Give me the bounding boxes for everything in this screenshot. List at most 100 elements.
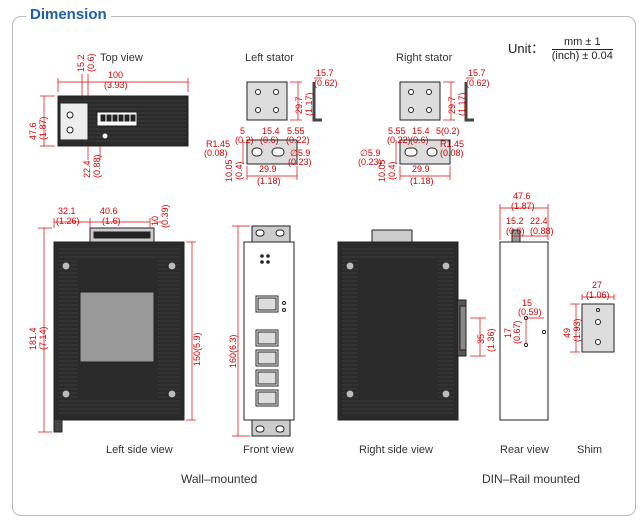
dim-sh-106: (1.06) xyxy=(586,290,610,300)
dim-ls-062: (0.62) xyxy=(314,78,338,88)
dim-rs-117: (1.17) xyxy=(457,92,467,116)
label-top-view: Top view xyxy=(100,52,143,64)
front-view-drawing xyxy=(243,225,295,437)
dim-rs-502: 5(0.2) xyxy=(436,126,460,136)
dim-rv-059: (0.59) xyxy=(518,307,542,317)
dim-rs-1005: 10.05 xyxy=(377,159,387,182)
dim-top-152: 15.2 xyxy=(76,54,86,72)
dim-lsv-321: 32.1 xyxy=(58,206,76,216)
right-side-view-dimensions xyxy=(470,317,486,357)
dim-top-476: 47.6 xyxy=(28,122,38,140)
dim-rs-022: (0.22) xyxy=(387,135,411,145)
top-view-drawing xyxy=(57,95,189,147)
label-rear-view: Rear view xyxy=(500,444,549,456)
unit-fraction: mm ± 1 (inch) ± 0.04 xyxy=(551,36,613,63)
dim-rs-154: 15.4 xyxy=(412,126,430,136)
right-stator-drawing xyxy=(399,81,474,165)
right-stator-dimensions xyxy=(395,77,474,180)
dim-ls-1005: 10.05 xyxy=(224,159,234,182)
label-right-stator: Right stator xyxy=(396,52,453,64)
dim-ls-297: 29.7 xyxy=(294,96,304,114)
dim-lsv-16: (1.6) xyxy=(102,216,121,226)
label-wall-mounted: Wall–mounted xyxy=(181,472,258,486)
front-view-dimensions xyxy=(232,225,250,437)
dim-ls-023: (0.23) xyxy=(288,157,312,167)
dim-rs-023: (0.23) xyxy=(358,157,382,167)
dim-rs-118: (1.18) xyxy=(410,176,434,186)
dim-rs-008: (0.08) xyxy=(440,148,464,158)
dim-rv-067: (0.67) xyxy=(512,320,522,344)
label-right-side-view: Right side view xyxy=(359,444,433,456)
dim-ls-008: (0.08) xyxy=(204,148,228,158)
dim-rs-04: (0.4) xyxy=(387,161,397,180)
dim-fv-160: 160(6.3) xyxy=(228,334,238,368)
section-title: Dimension xyxy=(26,6,111,24)
unit-denominator: (inch) ± 0.04 xyxy=(551,50,613,62)
dim-rs-157: 15.7 xyxy=(468,68,486,78)
dim-ls-02: (0.2) xyxy=(235,135,254,145)
label-din-rail-mounted: DIN–Rail mounted xyxy=(482,472,581,486)
dim-lsv-150: 150(5.9) xyxy=(192,332,202,366)
dim-ls-154: 15.4 xyxy=(262,126,280,136)
dim-rs-r145: R1.45 xyxy=(440,139,464,149)
dim-ls-299: 29.9 xyxy=(259,164,277,174)
dim-top-088: (0.88) xyxy=(92,154,102,178)
dim-sh-193: (1.93) xyxy=(572,318,582,342)
unit-note: Unit： mm ± 1 (inch) ± 0.04 xyxy=(508,36,613,63)
dim-rs-06: (0.6) xyxy=(410,135,429,145)
label-left-stator: Left stator xyxy=(245,52,294,64)
label-shim: Shim xyxy=(577,444,603,456)
left-stator-drawing xyxy=(246,81,322,165)
dim-sh-27: 27 xyxy=(592,280,602,290)
dim-ls-5: 5 xyxy=(240,126,245,136)
label-left-side-view: Left side view xyxy=(106,444,173,456)
dim-ls-d59: ∅5.9 xyxy=(290,148,310,158)
outer-frame xyxy=(12,16,636,516)
shim-dimensions xyxy=(570,294,615,353)
dim-rv-15: 15 xyxy=(522,298,532,308)
rear-view-drawing xyxy=(499,229,549,421)
dim-ls-06: (0.6) xyxy=(260,135,279,145)
dim-ls-022: (0.22) xyxy=(286,135,310,145)
left-side-view-drawing xyxy=(53,227,185,433)
dim-lsv-126: (1.26) xyxy=(56,216,80,226)
dim-rv-224: 22.4 xyxy=(530,216,548,226)
dim-rs-297: 29.7 xyxy=(447,96,457,114)
dim-top-187: (1.87) xyxy=(38,116,48,140)
label-front-view: Front view xyxy=(243,444,294,456)
dim-ls-04: (0.4) xyxy=(234,161,244,180)
left-stator-dimensions xyxy=(242,77,322,180)
rear-view-dimensions xyxy=(499,204,549,343)
dim-rv-088: (0.88) xyxy=(530,226,554,236)
dim-top-06: (0.6) xyxy=(86,53,96,72)
dim-rs-299: 29.9 xyxy=(412,164,430,174)
dim-ls-118: (1.18) xyxy=(257,176,281,186)
dim-rv-17: 17 xyxy=(503,328,513,338)
dim-ls-117: (1.17) xyxy=(304,92,314,116)
dim-lsv-714: (7.14) xyxy=(38,326,48,350)
dim-ls-157: 15.7 xyxy=(316,68,334,78)
dim-lsv-406: 40.6 xyxy=(100,206,118,216)
dim-lsv-1814: 181.4 xyxy=(28,327,38,350)
dim-rv-152: 15.2 xyxy=(506,216,524,226)
dim-top-393: (3.93) xyxy=(104,80,128,90)
dim-ls-r145: R1.45 xyxy=(206,139,230,149)
dim-sh-49: 49 xyxy=(562,328,572,338)
top-view-dimensions xyxy=(40,74,189,160)
dim-lsv-10: 10 xyxy=(150,216,160,226)
dim-rs-d59: ∅5.9 xyxy=(360,148,380,158)
dim-ls-555: 5.55 xyxy=(287,126,305,136)
dim-rs-555: 5.55 xyxy=(388,126,406,136)
dim-rv-187: (1.87) xyxy=(511,201,535,211)
left-side-view-dimensions xyxy=(38,218,196,433)
dim-rsv-136: (1.36) xyxy=(486,328,496,352)
dim-lsv-039: (0.39) xyxy=(160,204,170,228)
dim-rv-06: (0.6) xyxy=(506,226,525,236)
dim-rs-062: (0.62) xyxy=(466,78,490,88)
dim-top-100: 100 xyxy=(108,70,123,80)
dim-rv-476: 47.6 xyxy=(513,191,531,201)
right-side-view-drawing xyxy=(337,229,467,421)
unit-label: Unit： xyxy=(508,40,545,56)
